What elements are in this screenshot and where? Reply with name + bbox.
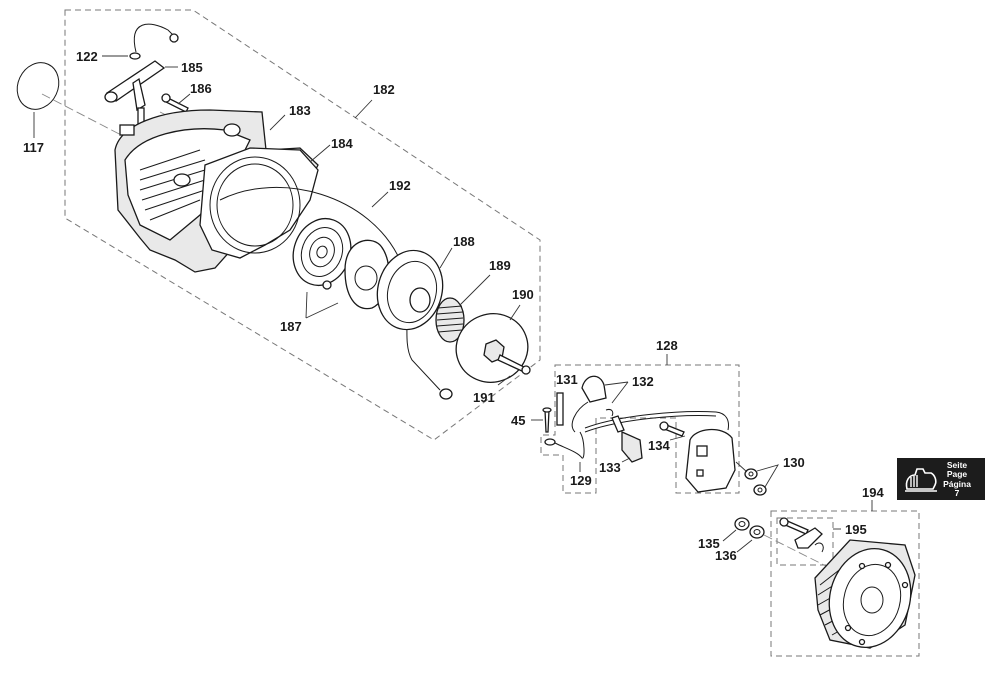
part-192-starter-rope[interactable]: [219, 187, 453, 400]
leader-191: [497, 375, 511, 386]
label-130: 130: [783, 455, 805, 470]
label-194: 194: [862, 485, 884, 500]
part-136-washer[interactable]: [749, 525, 765, 539]
label-117: 117: [23, 140, 44, 155]
leader-188: [439, 247, 453, 269]
label-190: 190: [512, 287, 534, 302]
leader-189: [459, 274, 491, 306]
leader-184: [309, 144, 331, 163]
part-187-recoil-spring[interactable]: [284, 210, 360, 293]
label-188: 188: [453, 234, 475, 249]
label-189: 189: [489, 258, 511, 273]
label-136: 136: [715, 548, 737, 563]
label-128: 128: [656, 338, 678, 353]
leader: [735, 461, 748, 473]
part-132-spark-plug-cap[interactable]: [571, 375, 614, 433]
part-129-ground-wire[interactable]: [544, 431, 585, 459]
part-188-rope-pulley[interactable]: [369, 243, 452, 337]
leader-186: [177, 93, 191, 105]
label-191: 191: [473, 390, 495, 405]
part-189-pawl-spring[interactable]: [435, 297, 465, 343]
label-186: 186: [190, 81, 212, 96]
engine-block-icon: [905, 468, 937, 492]
leader-130: [756, 464, 779, 488]
part-117-oring[interactable]: [10, 56, 67, 116]
group-194-boundary: [770, 510, 920, 657]
label-135: 135: [698, 536, 720, 551]
page-ref-line-de: Seite: [946, 460, 968, 470]
part-131-sleeve[interactable]: [556, 392, 564, 426]
label-131: 131: [556, 372, 578, 387]
label-132: 132: [632, 374, 654, 389]
leader-135: [722, 529, 737, 542]
label-187: 187: [280, 319, 302, 334]
leader-132: [604, 381, 629, 404]
label-134: 134: [648, 438, 670, 453]
page-reference-text: Seite Page Página 7: [937, 460, 977, 498]
leader-183: [269, 114, 286, 131]
label-192: 192: [389, 178, 411, 193]
label-185: 185: [181, 60, 203, 75]
leader-187: [305, 291, 339, 319]
cooling-fins: [139, 149, 206, 221]
group-182-boundary: [64, 9, 541, 441]
page-ref-line-en: Page: [946, 469, 968, 480]
leader-134: [669, 435, 686, 441]
part-133-spark-plug[interactable]: [611, 415, 643, 463]
label-182: 182: [373, 82, 395, 97]
page-ref-line-es: Página: [943, 478, 971, 489]
part-134-screw[interactable]: [659, 421, 685, 437]
part-45-screw[interactable]: [542, 407, 552, 433]
ignition-cable: [584, 411, 729, 431]
part-130-washers[interactable]: [744, 468, 767, 496]
label-183: 183: [289, 103, 311, 118]
flywheel[interactable]: [814, 539, 922, 656]
explode-axis: [41, 93, 126, 138]
label-122: 122: [76, 49, 98, 64]
leader-133: [621, 457, 631, 463]
part-195-pawl[interactable]: [779, 517, 824, 553]
label-45: 45: [511, 413, 525, 428]
part-186-screw[interactable]: [161, 93, 189, 113]
leader-136: [736, 539, 753, 553]
leader-192: [371, 191, 389, 208]
label-195: 195: [845, 522, 867, 537]
group-128-boundary: [540, 364, 740, 494]
part-191-screw[interactable]: [497, 354, 531, 375]
part-135-nut[interactable]: [734, 517, 750, 531]
page-reference-link[interactable]: Seite Page Página 7: [897, 458, 985, 500]
leader-190: [509, 304, 521, 321]
part-184-starter-cover[interactable]: [199, 147, 319, 259]
page-ref-number: 7: [954, 487, 960, 498]
label-129: 129: [570, 473, 592, 488]
ignition-module[interactable]: [685, 428, 736, 493]
label-133: 133: [599, 460, 621, 475]
leader-182: [354, 99, 373, 119]
label-184: 184: [331, 136, 353, 151]
